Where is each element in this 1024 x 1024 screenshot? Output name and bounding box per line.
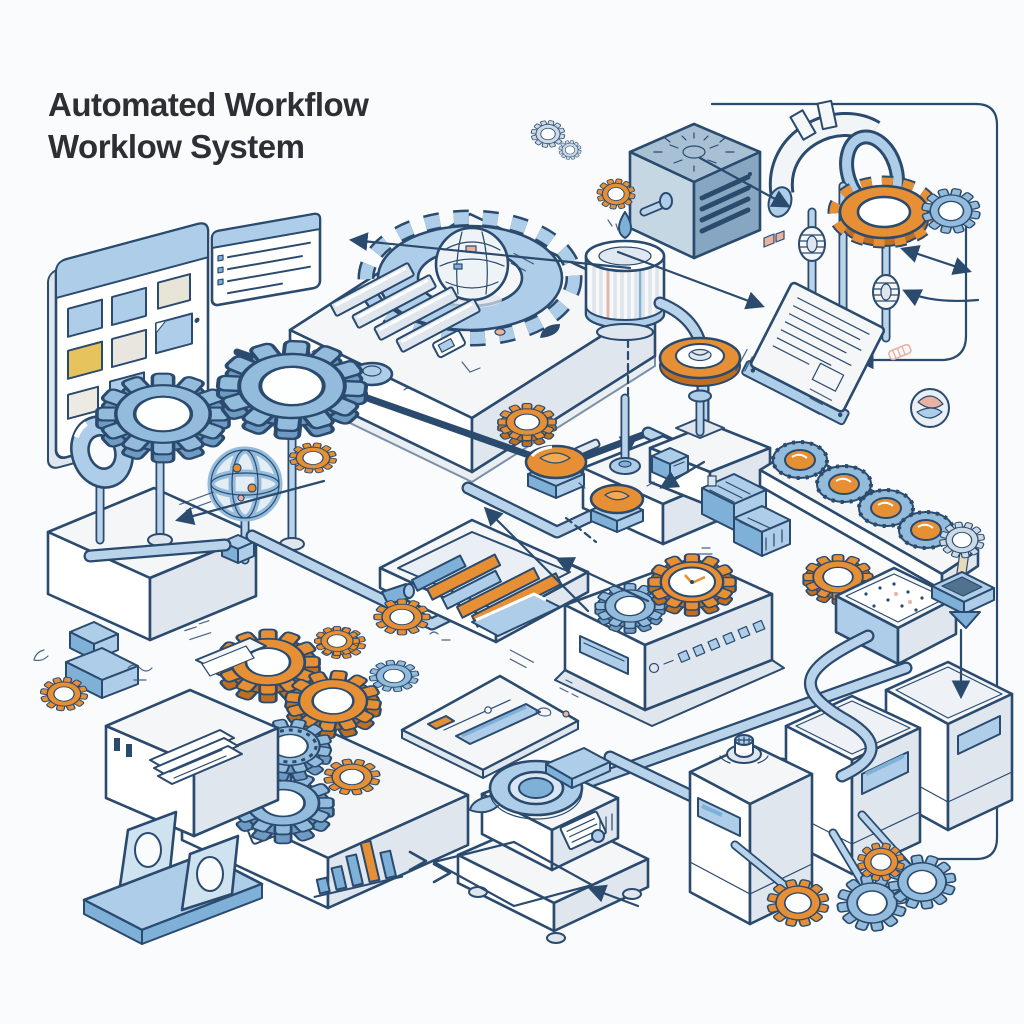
tile xyxy=(111,286,147,327)
dashed-line xyxy=(564,516,598,544)
sketch-gears-top xyxy=(527,117,585,163)
display-slot xyxy=(957,715,1001,755)
loop-outline xyxy=(432,840,594,908)
knurled-nut xyxy=(798,226,826,262)
arrow xyxy=(902,289,980,307)
flow-frame xyxy=(710,102,999,861)
funnel xyxy=(949,611,981,629)
pipe-elbow xyxy=(540,324,560,338)
gear-roller xyxy=(771,440,829,480)
tile xyxy=(67,298,103,338)
tray-bars xyxy=(411,553,563,628)
document-board xyxy=(741,281,886,426)
gauge-gear xyxy=(647,552,737,618)
gear-roller xyxy=(815,464,873,504)
orange-chip xyxy=(427,715,455,730)
tile-highlight xyxy=(67,340,103,380)
plate-stands xyxy=(82,810,264,945)
motor-cube xyxy=(628,122,762,260)
tile xyxy=(111,328,147,369)
arrow xyxy=(483,506,590,613)
arrow xyxy=(659,460,706,489)
funnel-switch-box xyxy=(931,552,995,629)
chevron-arrows xyxy=(408,850,452,884)
gear-roller xyxy=(857,488,915,528)
knurled-nut xyxy=(872,274,900,310)
arrow xyxy=(555,557,650,603)
flow-arrows xyxy=(174,156,980,908)
mixer-bowl xyxy=(524,438,601,499)
arrow xyxy=(348,232,632,270)
hopper-bin xyxy=(834,566,958,666)
mixer-bowl xyxy=(578,481,655,533)
motor-units xyxy=(701,473,791,557)
orange-ring-gear xyxy=(827,175,941,249)
vent-bars xyxy=(329,262,481,353)
particles xyxy=(864,582,924,612)
vibratory-feeder xyxy=(456,759,650,944)
spill-gears xyxy=(730,629,966,937)
shaft-collar xyxy=(659,192,673,210)
headset-clamp xyxy=(767,99,905,226)
coolant-droplet xyxy=(618,211,632,239)
slider-knob xyxy=(484,706,492,714)
tile xyxy=(157,273,191,310)
label-strip xyxy=(579,635,629,675)
small-crates xyxy=(33,621,139,699)
tile xyxy=(67,385,99,420)
caged-wheel xyxy=(207,446,283,522)
turbine-drum xyxy=(584,211,666,341)
browser-header-bar xyxy=(55,222,209,300)
salmon-details xyxy=(494,230,912,361)
page-title: Automated Workflow Worklow System xyxy=(48,84,369,168)
mini-bar-chart xyxy=(313,839,404,898)
arrow xyxy=(698,156,791,208)
indicator-squares xyxy=(648,619,766,674)
squiggle-annotations xyxy=(179,252,833,669)
arrow xyxy=(587,884,640,908)
title-line-2: Worklow System xyxy=(48,128,305,166)
printer-cabinet xyxy=(104,637,280,838)
title-line-1: Automated Workflow xyxy=(48,86,369,123)
storage-boxes xyxy=(688,660,1014,926)
vent-slats xyxy=(699,174,751,234)
cap-knob xyxy=(719,734,769,764)
tile xyxy=(155,312,193,355)
arrow xyxy=(900,245,972,275)
paper-stack xyxy=(149,729,243,785)
arrow xyxy=(616,250,765,310)
swirl-shell xyxy=(910,388,950,428)
motor-unit xyxy=(733,505,791,557)
arrow xyxy=(174,479,326,526)
card-slot xyxy=(432,329,466,359)
task-list-panel xyxy=(210,212,322,307)
feeder-screen xyxy=(559,810,607,851)
slider-channel xyxy=(455,703,541,745)
control-card xyxy=(400,674,611,789)
